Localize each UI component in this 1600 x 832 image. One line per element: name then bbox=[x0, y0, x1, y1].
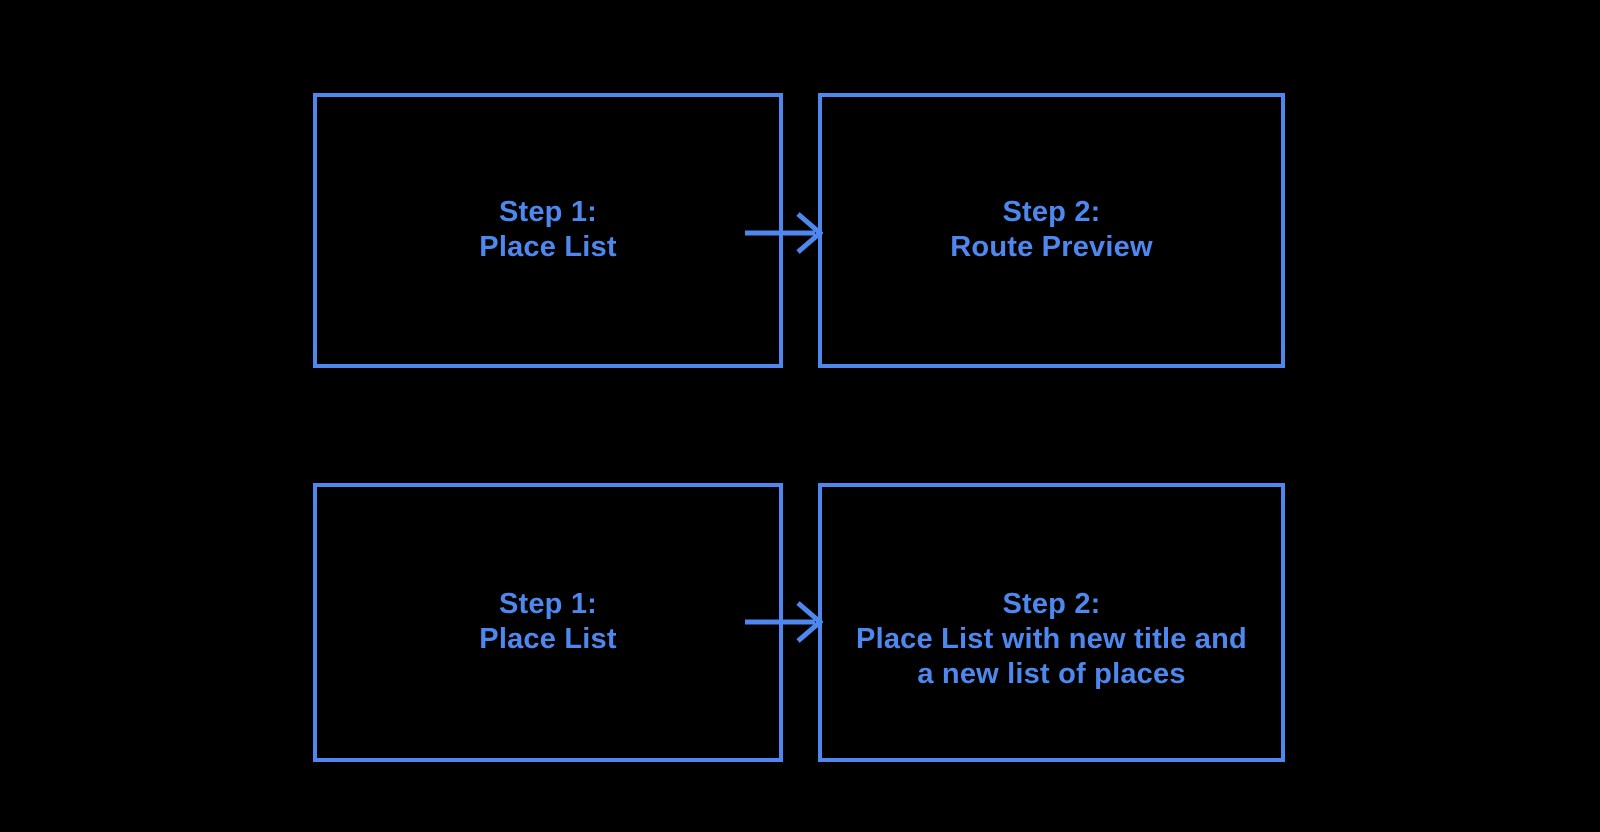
flow-box-step2-place-list-new: Step 2: Place List with new title and a … bbox=[818, 483, 1285, 762]
box-text-line: Step 1: bbox=[498, 588, 598, 620]
box-text-line: Route Preview bbox=[950, 231, 1153, 263]
flow-box-step1-place-list-2: Step 1: Place List bbox=[313, 483, 783, 762]
flow-arrow-icon bbox=[745, 601, 823, 643]
flow-box-label: Step 1: Place List bbox=[317, 587, 779, 657]
box-text-line: Step 2: bbox=[1002, 196, 1101, 228]
box-text-line: Place List bbox=[479, 623, 617, 655]
box-text-line: Step 1: bbox=[498, 196, 598, 228]
flow-box-step1-place-list: Step 1: Place List bbox=[313, 93, 783, 368]
box-text-line: Step 2: bbox=[1002, 588, 1101, 620]
flow-box-label: Step 1: Place List bbox=[317, 195, 779, 265]
flow-box-step2-route-preview: Step 2: Route Preview bbox=[818, 93, 1285, 368]
flow-box-label: Step 2: Place List with new title and a … bbox=[822, 587, 1281, 692]
flow-arrow-icon bbox=[745, 212, 823, 254]
box-text-line: a new list of places bbox=[917, 658, 1186, 690]
flow-box-label: Step 2: Route Preview bbox=[822, 195, 1281, 265]
box-text-line: Place List with new title and bbox=[856, 623, 1247, 655]
box-text-line: Place List bbox=[479, 231, 617, 263]
